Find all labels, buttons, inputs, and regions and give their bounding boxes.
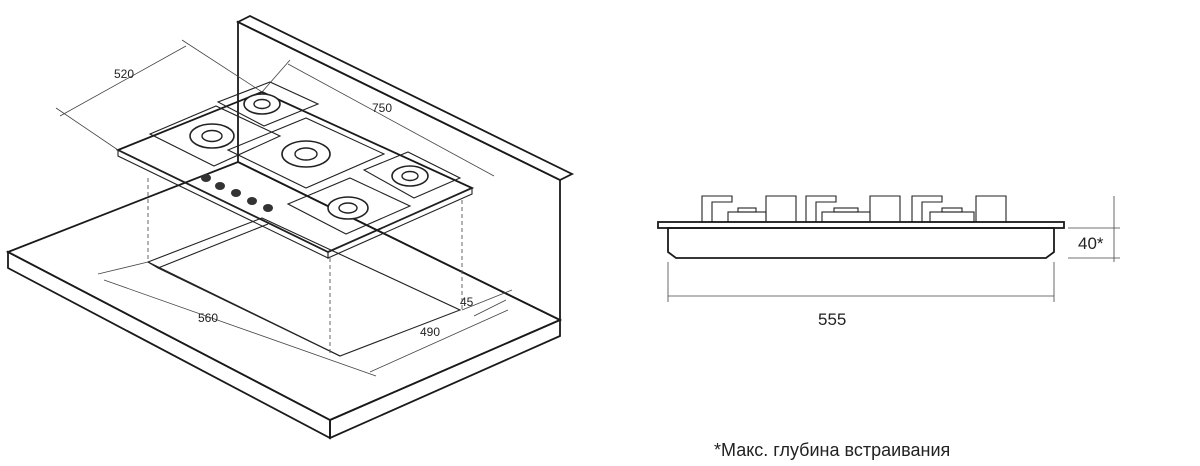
dim-label-560: 560 xyxy=(198,311,218,325)
hob-side-view xyxy=(657,195,1065,259)
side-dimension-lines xyxy=(667,196,1120,302)
iso-dimension-lines xyxy=(55,39,513,377)
knob-icon xyxy=(201,174,273,212)
hob-iso xyxy=(115,81,475,259)
dim-label-555: 555 xyxy=(818,310,846,329)
dim-label-750: 750 xyxy=(372,101,392,115)
dim-label-520: 520 xyxy=(114,67,134,81)
dim-label-490: 490 xyxy=(420,325,440,339)
countertop-iso xyxy=(5,14,575,440)
dim-label-45: 45 xyxy=(460,295,474,309)
burner-icon xyxy=(189,93,429,220)
footnote: *Макс. глубина встраивания xyxy=(714,440,950,460)
projection-lines xyxy=(147,178,463,356)
dim-label-40: 40* xyxy=(1078,234,1104,253)
